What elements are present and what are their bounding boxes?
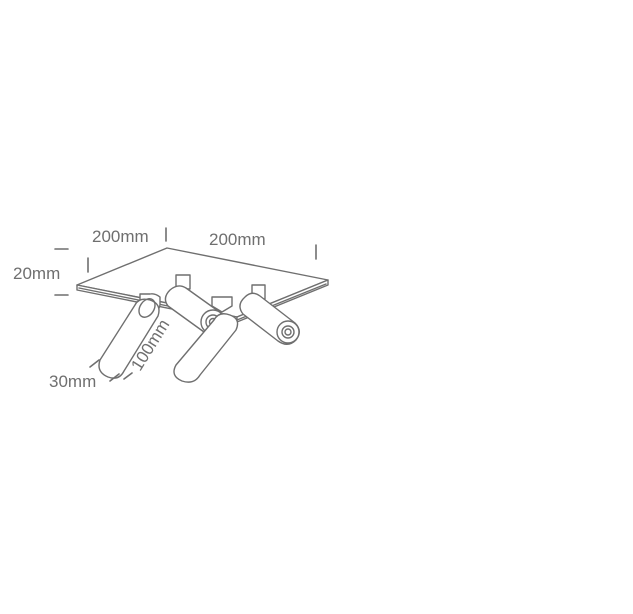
diameter-tick-a [89,359,100,368]
length-tick [123,372,133,380]
diameter-tick-b [109,373,120,382]
spot-4-lens-outer [276,320,300,344]
height-label: 20mm [13,264,60,283]
spot-1-tube [98,298,160,379]
width-right-label: 200mm [209,230,266,249]
spotlight-3 [173,296,239,383]
spot-3-tube [173,313,239,383]
spot-3-bracket [211,296,233,313]
tube-diameter-label: 30mm [49,372,96,391]
dimension-marks [54,227,317,382]
spotlight-1 [98,293,161,379]
spotlight-4 [239,284,300,345]
width-left-label: 200mm [92,227,149,246]
